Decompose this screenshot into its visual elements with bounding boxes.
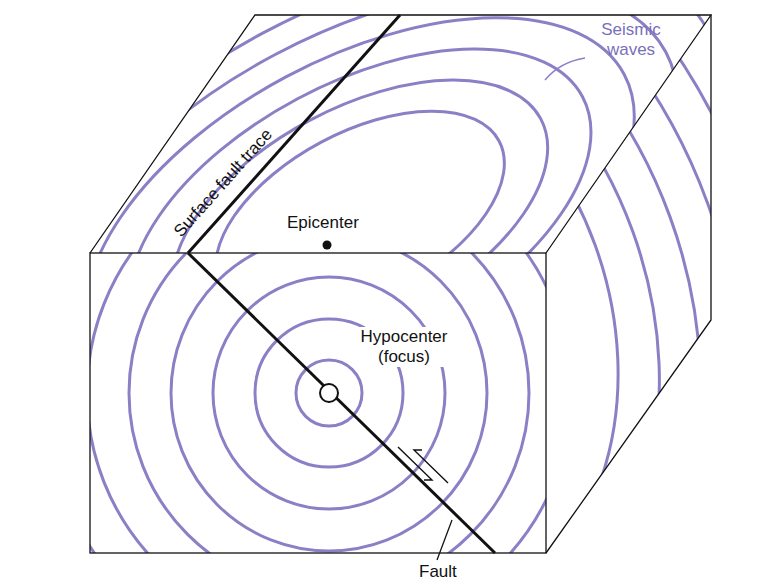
hypocenter-label: Hypocenter (focus) [355,327,453,367]
leader-line [545,58,585,80]
leader-line [437,520,452,560]
seismic-wave [76,0,645,450]
seismic-wave [18,0,702,586]
seismic-wave [182,68,538,362]
hypocenter-point [320,384,338,402]
wave-label: Seismic waves [596,20,666,60]
seismic-wave [90,253,546,553]
seismic-wave [90,253,546,553]
seismic-wave [0,0,751,538]
epicenter-dot [323,241,332,250]
seismic-wave [90,253,546,553]
fault-line [188,253,495,553]
seismic-wave [171,253,487,551]
epicenter-label: Epicenter [284,213,362,233]
seismic-wave [0,0,756,586]
block-outline [90,15,711,553]
slip-arrow [398,447,448,483]
seismic-wave [129,253,529,553]
seismic-wave [129,24,591,406]
fault-trace [188,15,400,253]
seismic-wave [90,253,546,553]
fault-label: Fault [419,562,457,582]
